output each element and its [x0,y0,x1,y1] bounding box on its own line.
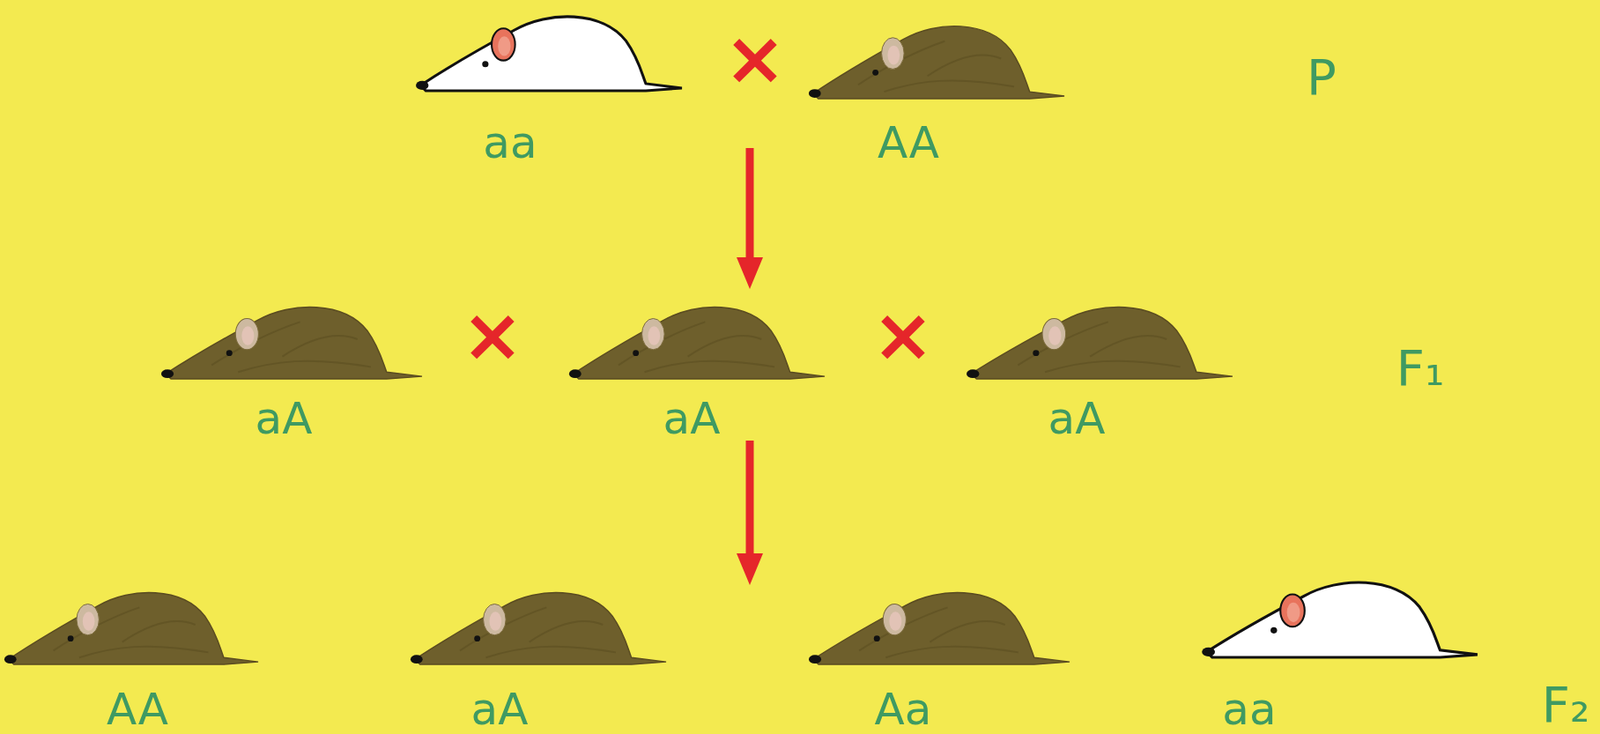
mouse-ear [491,28,516,60]
mouse-node: aA [407,581,668,734]
fur-texture [859,607,1019,658]
mouse-eye [481,60,489,67]
mouse-node: AA [806,14,1067,178]
mouse-illustration [963,296,1235,383]
genotype-label: aa [1222,683,1276,734]
mouse-ear-inner [1287,602,1301,623]
mouse-ear-inner [497,36,511,56]
fur-texture [618,321,775,372]
arrow-head [736,553,763,586]
cross-symbol: × [872,291,934,378]
mouse-body [813,592,1070,666]
arrow-head [736,257,763,289]
mouse-nose [415,81,429,90]
genotype-label: AA [106,683,169,734]
mouse-body [8,592,259,666]
mouse-body [1206,582,1477,658]
fur-texture [53,607,209,658]
mouse-ear-inner [887,45,900,66]
mouse-ear [642,318,666,349]
mouse-eye [474,635,481,642]
mouse-illustration [1199,570,1480,661]
mouse-nose [569,369,582,378]
descent-arrow [736,440,763,586]
mouse-illustration [566,296,827,383]
genotype-label: aA [255,392,313,445]
arrow-shaft [746,148,755,261]
generation-label: F₂ [1541,675,1591,734]
mouse-node: aA [158,296,424,454]
mouse-illustration [1,581,260,668]
mouse-ear [235,318,259,349]
mouse-node: Aa [806,581,1072,734]
mouse-ear-inner [1048,325,1061,346]
mouse-ear [1042,318,1067,349]
cross-symbol: × [724,14,786,102]
mouse-eye [632,349,639,356]
arrow-shaft [746,440,755,557]
mouse-node: aA [566,296,827,454]
generation-label: F₁ [1396,339,1445,397]
mouse-eye [1032,349,1039,356]
mouse-body [414,592,667,666]
mouse-body [573,307,825,380]
mouse-illustration [407,581,668,668]
mouse-nose [1201,647,1215,657]
mouse-ear [1280,594,1305,628]
descent-arrow [736,148,763,289]
generation-label: P [1306,48,1337,106]
mouse-node: aa [413,5,684,178]
genotype-label: AA [877,117,940,169]
mouse-node: aa [1199,570,1480,734]
mouse-body [970,307,1233,380]
mouse-ear [882,603,906,635]
mouse-eye [67,635,75,642]
mouse-body [420,16,682,91]
mouse-eye [874,635,881,642]
mouse-ear [76,603,99,635]
mouse-eye [1270,627,1277,634]
fur-texture [459,607,616,658]
mouse-eye [872,69,879,76]
mouse-illustration [413,5,684,95]
genotype-label: aA [1048,392,1106,445]
mouse-nose [808,88,822,98]
mouse-ear-inner [488,611,502,631]
mouse-node: aA [963,296,1235,454]
mouse-nose [808,654,822,664]
mouse-illustration [806,14,1067,103]
mouse-ear-inner [241,325,254,346]
mouse-ear-inner [82,611,96,631]
mouse-body [813,26,1065,99]
mouse-nose [161,369,174,378]
mouse-nose [966,369,979,378]
mouse-node: AA [1,581,260,734]
mouse-nose [410,654,423,664]
mouse-ear [483,603,507,635]
fur-texture [1017,321,1180,372]
genotype-label: aa [482,117,537,169]
cross-symbol: × [461,291,524,378]
mouse-eye [226,349,233,356]
fur-texture [211,321,371,372]
mouse-body [165,307,423,380]
fur-texture [858,41,1015,92]
mouse-illustration [806,581,1072,668]
mouse-nose [4,654,17,664]
mouse-ear-inner [888,611,902,631]
genotype-label: aA [663,392,721,445]
genotype-label: Aa [874,683,933,734]
mouse-ear [881,37,905,70]
mouse-illustration [158,296,424,383]
mouse-ear-inner [647,325,660,346]
genotype-label: aA [471,683,529,734]
